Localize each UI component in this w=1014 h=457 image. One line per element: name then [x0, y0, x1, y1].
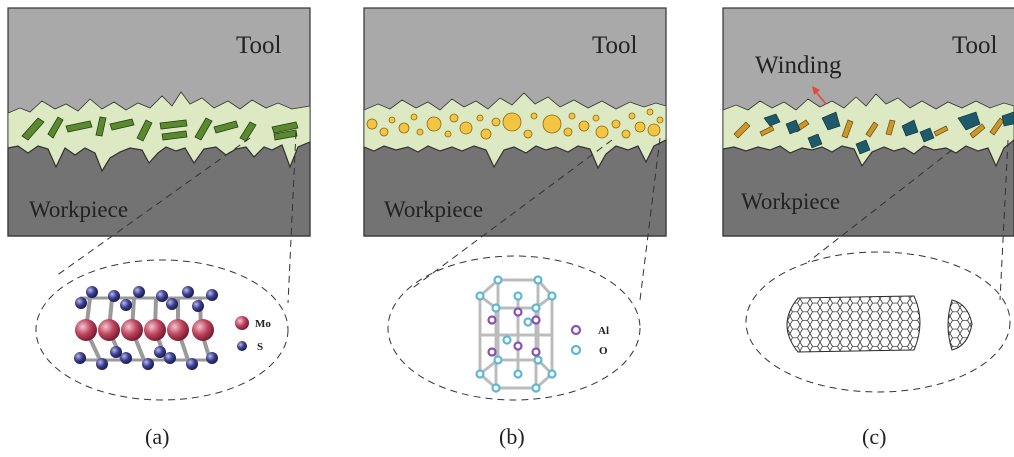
workpiece-label: Workpiece — [29, 197, 128, 222]
workpiece-label: Workpiece — [384, 197, 483, 222]
al2o3-spheres — [366, 108, 664, 140]
zoom-ellipse — [745, 251, 1011, 393]
legend: Mo S — [235, 316, 271, 353]
caption: (c) — [862, 424, 886, 449]
winding-arrow — [812, 86, 827, 105]
nanotube-rods — [733, 117, 1005, 139]
workpiece-block — [363, 139, 667, 237]
zoom-line-right — [999, 139, 1009, 301]
mos2-structure — [74, 286, 218, 370]
legend-mo-marker — [235, 316, 249, 330]
caption: (b) — [499, 424, 525, 449]
panel-b: Tool Workpiece — [363, 7, 667, 449]
legend-mo-label: Mo — [255, 318, 271, 330]
caption: (a) — [145, 424, 169, 449]
zoom-line-left — [807, 149, 953, 263]
mo-atoms — [75, 319, 214, 341]
mos2-platelets — [21, 116, 299, 142]
zoom-line-left — [55, 137, 251, 277]
s-atoms-top — [75, 286, 218, 312]
nanotube-windings — [763, 111, 1014, 155]
al2o3-structure — [475, 275, 557, 393]
legend-s-marker — [237, 341, 247, 351]
tool-label: Tool — [952, 32, 998, 59]
zoom-line-left — [409, 139, 613, 291]
zoom-line-right — [287, 131, 297, 304]
legend-o-label: O — [599, 345, 608, 357]
zoom-line-right — [639, 137, 661, 301]
tool-label: Tool — [236, 32, 282, 59]
legend: Al O — [570, 324, 609, 357]
tool-label: Tool — [592, 32, 638, 59]
winding-annotation: Winding — [755, 52, 842, 79]
carbon-nanotube — [786, 295, 973, 353]
s-atoms-bottom — [74, 346, 218, 370]
panel-c: Tool Workpiece Winding (c) — [722, 7, 1014, 449]
al-atoms — [487, 307, 541, 357]
legend-s-label: S — [257, 341, 263, 353]
zoom-ellipse — [387, 255, 641, 401]
nanotube-body — [786, 295, 921, 353]
legend-al-marker — [570, 324, 582, 336]
panel-a: Tool Workpiece — [7, 7, 311, 449]
nanotube-cap — [947, 299, 973, 351]
o-atoms — [475, 275, 557, 393]
zoom-ellipse — [35, 259, 289, 401]
workpiece-block — [7, 141, 311, 237]
workpiece-label: Workpiece — [741, 189, 840, 214]
legend-o-marker — [570, 344, 582, 356]
workpiece-block — [722, 139, 1014, 237]
legend-al-label: Al — [598, 325, 609, 337]
